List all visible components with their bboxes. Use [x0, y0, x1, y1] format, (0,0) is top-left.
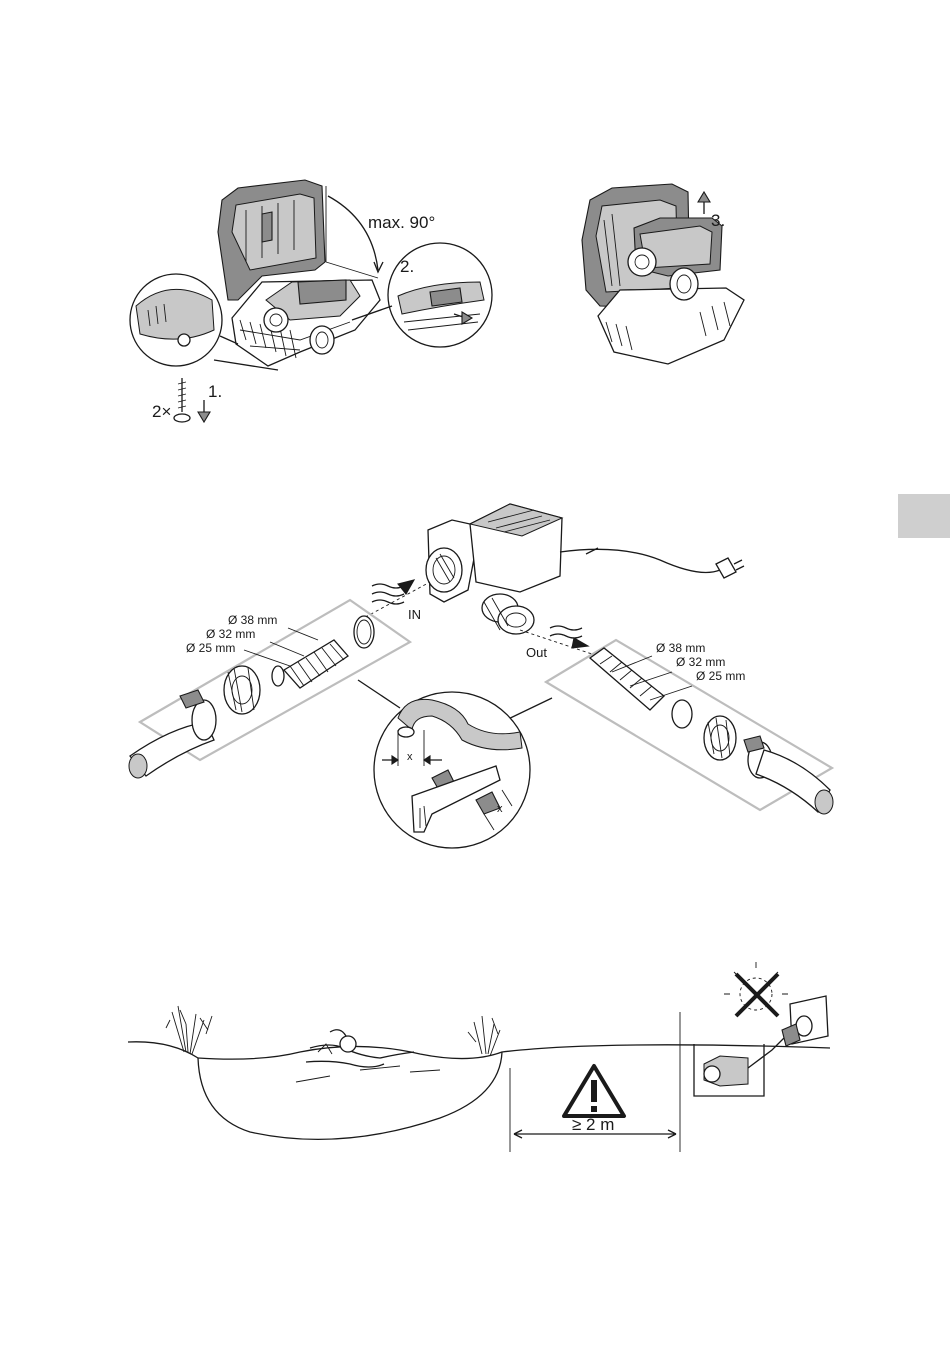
screw-count-label: 2×	[152, 403, 171, 420]
inlet-label: IN	[408, 608, 421, 621]
outlet-size-32: Ø 32 mm	[676, 656, 725, 668]
step-1-label: 1.	[208, 383, 222, 400]
inlet-size-32: Ø 32 mm	[206, 628, 255, 640]
trim-length-mark: x	[497, 804, 503, 815]
outlet-size-25: Ø 25 mm	[696, 670, 745, 682]
figure-safety-distance: ≥ 2 m	[0, 940, 950, 1180]
outlet-size-38: Ø 38 mm	[656, 642, 705, 654]
step-3-label: 3.	[711, 212, 725, 229]
pond-illustration	[0, 940, 950, 1180]
housing-illustration	[0, 0, 950, 460]
inlet-size-38: Ø 38 mm	[228, 614, 277, 626]
figure-housing-opening: max. 90° 2. 1. 2× 3.	[0, 0, 950, 460]
distance-label: ≥ 2 m	[572, 1116, 614, 1133]
inlet-size-25: Ø 25 mm	[186, 642, 235, 654]
angle-label: max. 90°	[368, 214, 435, 231]
step-2-label: 2.	[400, 258, 414, 275]
trim-width-mark: x	[407, 752, 413, 763]
hose-connection-illustration	[0, 460, 950, 880]
outlet-label: Out	[526, 646, 547, 659]
figure-hose-connection: IN Out Ø 38 mm Ø 32 mm Ø 25 mm Ø 38 mm Ø…	[0, 460, 950, 880]
